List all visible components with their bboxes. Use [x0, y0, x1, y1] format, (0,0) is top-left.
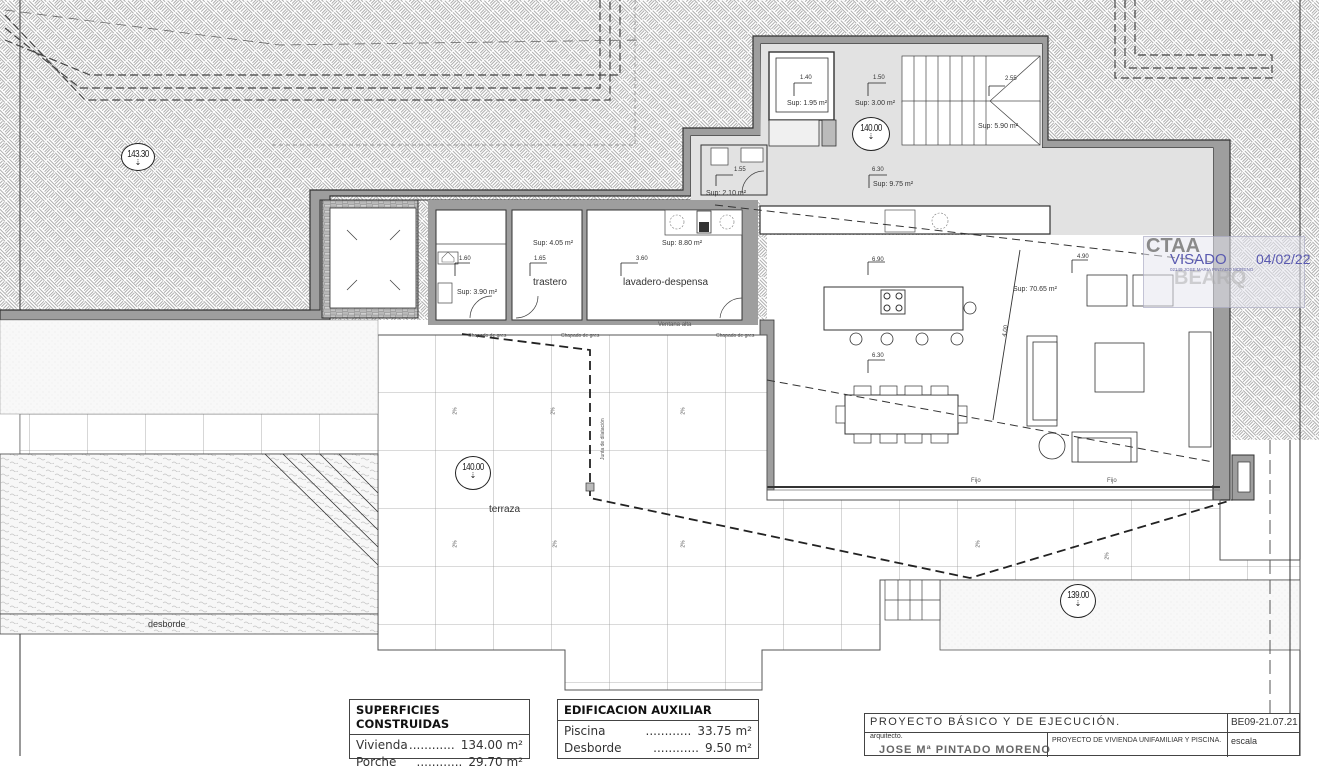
room-area-stairs: Sup: 5.90 m²	[978, 123, 1019, 130]
slope-marker-icon: 2%	[452, 407, 459, 415]
project-name: PROYECTO DE VIVIENDA UNIFAMILIAR Y PISCI…	[1047, 732, 1229, 757]
level-arrow-icon: ⇣	[867, 132, 875, 141]
superficies-construidas-table: SUPERFICIES CONSTRUIDAS Vivienda .......…	[349, 699, 530, 769]
room-name-terraza: terraza	[489, 504, 521, 515]
row-dots: ............	[645, 724, 692, 738]
level-arrow-icon: ⇣	[1074, 599, 1082, 608]
fijo-label: Fijo	[971, 478, 981, 484]
chapado-label: Chapado de gres	[561, 333, 600, 339]
slope-marker-icon: 2%	[975, 540, 982, 548]
scale-label: escala	[1227, 732, 1299, 757]
level-marker-garden: 143.30 ⇣	[121, 143, 155, 171]
dim-kitchen-width: 6.90	[872, 257, 884, 263]
dim-width: 1.50	[873, 75, 885, 81]
ventana-alta-label: Ventana alta	[658, 322, 692, 328]
slope-marker-icon: 2%	[550, 407, 557, 415]
room-area-lavadero: Sup: 8.80 m²	[662, 240, 703, 247]
row-value: 134.00 m²	[460, 738, 523, 752]
stamp-watermark: BEARQ	[1174, 267, 1247, 289]
stamp-label: VISADO	[1170, 251, 1227, 268]
slope-marker-icon: 2%	[452, 540, 459, 548]
level-value: 139.00	[1067, 590, 1089, 601]
project-phase-title: PROYECTO BÁSICO Y DE EJECUCIÓN.	[870, 716, 1121, 728]
level-marker-main: 140.00 ⇣	[852, 117, 890, 151]
row-label: Desborde	[564, 741, 622, 755]
dim-dining-width: 6.30	[872, 353, 884, 359]
room-area-toilet: Sup: 2.10 m²	[706, 190, 747, 197]
stamp-org: CTAA	[1146, 235, 1201, 257]
dim-lounge-width: 4.90	[1077, 254, 1089, 260]
level-value: 140.00	[462, 462, 484, 473]
table-row: Piscina ............ 33.75 m²	[558, 721, 758, 738]
junta-dilatacion-label: Junta de dilatación	[600, 418, 606, 460]
architect-name: JOSE Mª PINTADO MORENO	[879, 744, 1051, 756]
dim-width: 1.65	[534, 256, 546, 262]
level-arrow-icon: ⇣	[134, 158, 142, 167]
level-marker-terrace: 140.00 ⇣	[455, 456, 491, 490]
dim-width: 1.60	[459, 256, 471, 262]
level-marker-lower: 139.00 ⇣	[1060, 584, 1096, 618]
slope-marker-icon: 2%	[680, 540, 687, 548]
slope-marker-icon: 2%	[1104, 552, 1111, 560]
row-label: Piscina	[564, 724, 606, 738]
room-area-hall: Sup: 3.00 m²	[855, 100, 896, 107]
stamp-date: 04/02/22	[1256, 251, 1311, 267]
drawing-code: BE09-21.07.21	[1227, 714, 1299, 732]
level-value: 140.00	[860, 123, 882, 134]
table-title: SUPERFICIES CONSTRUIDAS	[350, 700, 529, 735]
dim-width: 1.55	[734, 167, 746, 173]
table-row: Porche ............ 29.70 m²	[350, 752, 529, 769]
table-row: Vivienda ............ 134.00 m²	[350, 735, 529, 752]
chapado-label: Chapado de gres	[716, 333, 755, 339]
row-value: 29.70 m²	[468, 755, 523, 769]
room-name-trastero: trastero	[533, 277, 567, 288]
dim-width: 3.60	[636, 256, 648, 262]
row-label: Vivienda	[356, 738, 408, 752]
row-value: 33.75 m²	[697, 724, 752, 738]
title-block: PROYECTO BÁSICO Y DE EJECUCIÓN. BE09-21.…	[864, 713, 1300, 757]
title-block-header: PROYECTO BÁSICO Y DE EJECUCIÓN. BE09-21.…	[865, 714, 1299, 733]
slope-marker-icon: 2%	[552, 540, 559, 548]
level-arrow-icon: ⇣	[469, 471, 477, 480]
row-dots: ............	[408, 738, 455, 752]
level-value: 143.30	[127, 149, 149, 160]
table-title: EDIFICACION AUXILIAR	[558, 700, 758, 721]
table-row: Desborde ............ 9.50 m²	[558, 738, 758, 755]
dim-width: 6.30	[872, 167, 884, 173]
fijo-label: Fijo	[1107, 478, 1117, 484]
row-dots: ............	[653, 741, 699, 755]
dim-width: 2.55	[1005, 76, 1017, 82]
row-label: Porche	[356, 755, 397, 769]
dim-width: 1.40	[800, 75, 812, 81]
slope-marker-icon: 2%	[680, 407, 687, 415]
room-area-bath-small: Sup: 1.95 m²	[787, 100, 828, 107]
room-area-bath: Sup: 3.90 m²	[457, 289, 498, 296]
room-area-living: Sup: 70.65 m²	[1013, 286, 1057, 293]
room-name-lavadero: lavadero-despensa	[623, 277, 709, 288]
room-area-corridor: Sup: 9.75 m²	[873, 181, 914, 188]
architect-label: arquitecto.	[870, 733, 903, 740]
room-area-trastero: Sup: 4.05 m²	[533, 240, 574, 247]
edificacion-auxiliar-table: EDIFICACION AUXILIAR Piscina ...........…	[557, 699, 759, 759]
row-value: 9.50 m²	[704, 741, 752, 755]
visado-stamp: BEARQ CTAA VISADO 04/02/22 02149 JOSE MA…	[1143, 235, 1311, 308]
stamp-registrant: 02149 JOSE MARIA PINTADO MORENO	[1170, 267, 1254, 272]
row-dots: ............	[416, 755, 463, 769]
room-name-desborde: desborde	[148, 619, 186, 629]
chapado-label: Chapado de gres	[468, 333, 507, 339]
